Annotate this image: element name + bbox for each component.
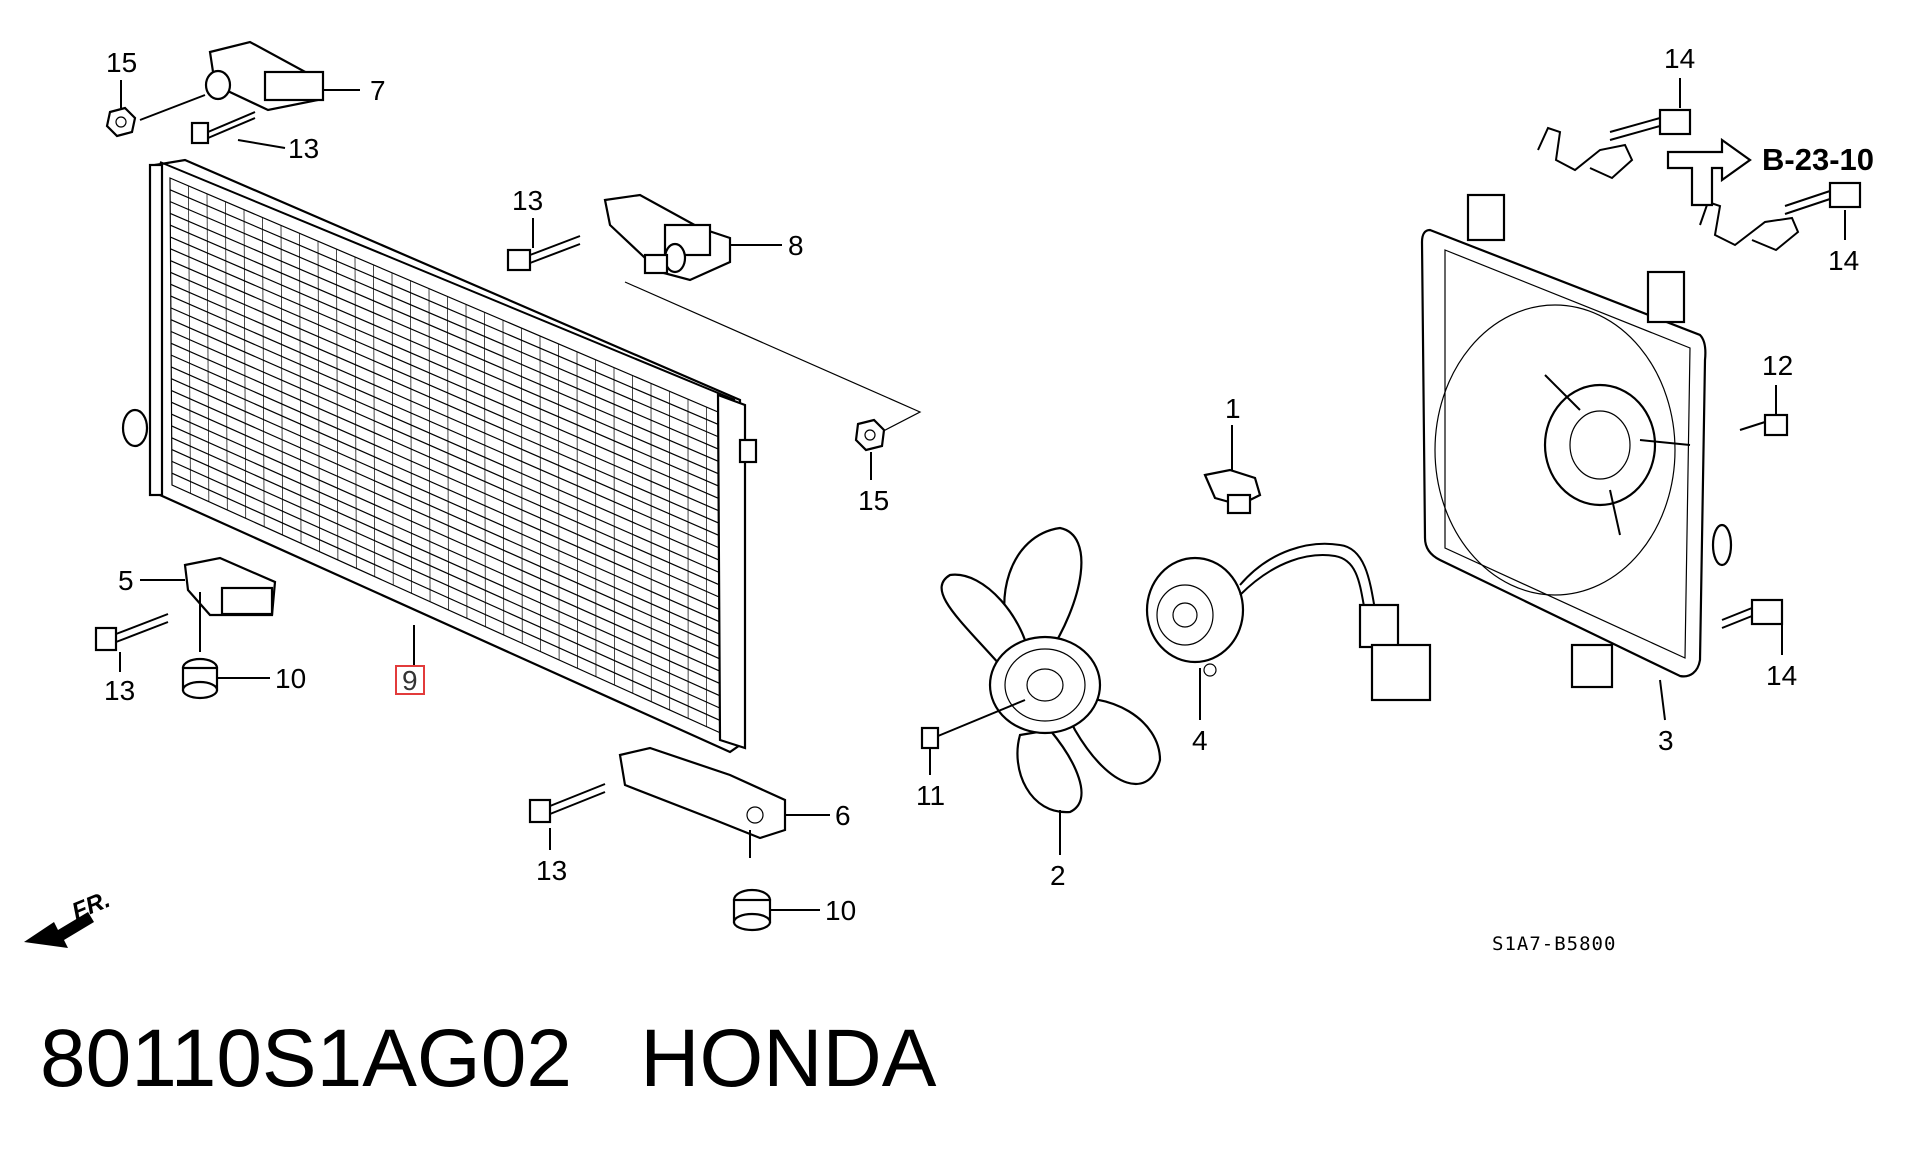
shroud-drawing: [1422, 195, 1731, 687]
bolt-14-bottom-drawing: [1722, 600, 1782, 628]
callout-8: 8: [788, 230, 804, 261]
caption: 80110S1AG02 HONDA: [40, 1018, 936, 1100]
callout-6: 6: [835, 800, 851, 831]
callout-13-mid: 13: [512, 185, 543, 216]
fan-drawing: [942, 528, 1160, 812]
bolt-13-left-drawing: [96, 614, 168, 650]
callout-5: 5: [118, 565, 134, 596]
bolt-13-top-drawing: [192, 112, 255, 143]
callout-3: 3: [1658, 725, 1674, 756]
cushion-10-left-drawing: [183, 659, 217, 698]
nut-15-mid-drawing: [856, 420, 884, 450]
drawing-code: S1A7-B5800: [1492, 933, 1616, 955]
callout-14-top: 14: [1664, 43, 1695, 74]
motor-drawing: [1147, 544, 1430, 700]
callout-10-left: 10: [275, 663, 306, 694]
callout-13-bottom: 13: [536, 855, 567, 886]
callout-1: 1: [1225, 393, 1241, 424]
reference-arrow-icon: [1668, 140, 1750, 205]
bolt-14-top-drawing: [1610, 110, 1690, 140]
nut-15-top-drawing: [107, 108, 135, 136]
callout-7: 7: [370, 75, 386, 106]
callout-4: 4: [1192, 725, 1208, 756]
bracket-5-drawing: [185, 558, 275, 652]
part-number: 80110S1AG02: [40, 1013, 572, 1104]
front-label: FR.: [68, 886, 114, 926]
callout-14-bottom: 14: [1766, 660, 1797, 691]
clip-drawing: [1205, 470, 1260, 513]
callout-15-top: 15: [106, 47, 137, 78]
bracket-7-drawing: [206, 42, 323, 110]
shroud-clips-drawing: [1538, 128, 1798, 250]
callout-11: 11: [916, 780, 945, 811]
callout-10-bottom: 10: [825, 895, 856, 926]
brand-name: HONDA: [640, 1013, 936, 1104]
callout-15-mid: 15: [858, 485, 889, 516]
screw-11-drawing: [922, 700, 1025, 748]
callout-14-right: 14: [1828, 245, 1859, 276]
bolt-12-drawing: [1740, 415, 1787, 435]
bracket-8-drawing: [605, 195, 730, 280]
callout-13-top: 13: [288, 133, 319, 164]
cushion-10-bottom-drawing: [734, 890, 770, 930]
bracket-6-drawing: [620, 748, 785, 858]
callout-12: 12: [1762, 350, 1793, 381]
bolt-13-mid-drawing: [508, 236, 580, 270]
callout-2: 2: [1050, 860, 1066, 891]
reference-label: B-23-10: [1762, 142, 1874, 177]
bolt-13-bottom-drawing: [530, 784, 605, 822]
callout-9: 9: [402, 665, 418, 696]
callout-13-left: 13: [104, 675, 135, 706]
bolt-14-right-drawing: [1785, 183, 1860, 214]
